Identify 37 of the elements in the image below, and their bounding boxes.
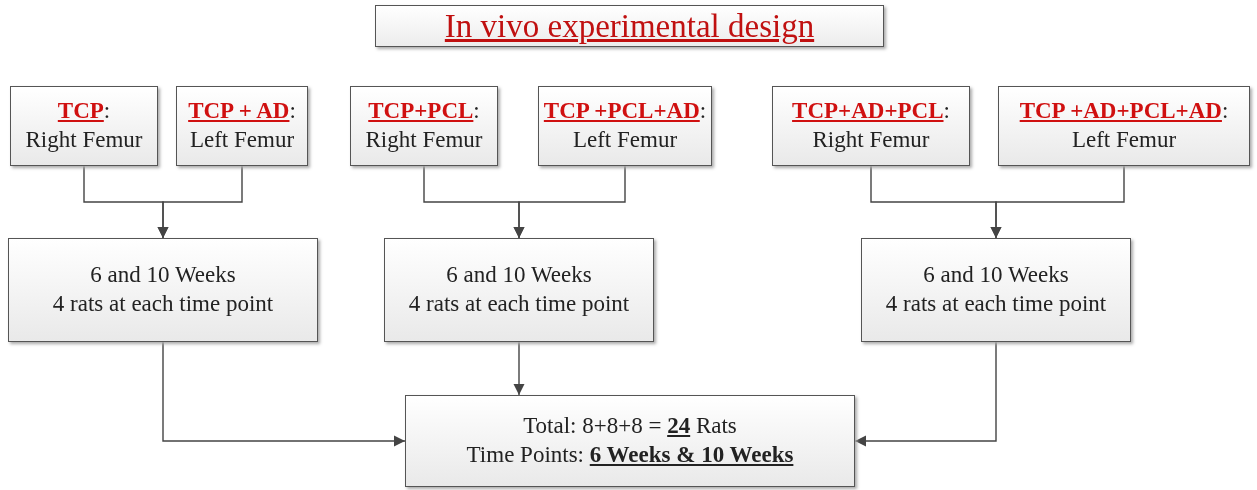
title-banner: In vivo experimental design (375, 5, 884, 47)
summary-box (405, 395, 855, 487)
box-heading: TCP+PCL: (368, 97, 480, 126)
box-text: Left Femur (189, 126, 295, 154)
connector-arrow (157, 165, 243, 239)
group-box (538, 86, 712, 166)
box-heading: TCP +PCL+AD: (543, 97, 707, 126)
group-box (998, 86, 1250, 166)
connector-arrow (513, 165, 626, 239)
box-text: Right Femur (25, 126, 143, 154)
connector-arrow (513, 341, 525, 396)
box-heading: TCP+AD+PCL: (792, 97, 950, 126)
box-heading: 6 and 10 Weeks (90, 261, 236, 290)
box-heading: 6 and 10 Weeks (923, 261, 1069, 290)
box-text: Right Femur (812, 126, 930, 154)
box-text: 4 rats at each time point (408, 290, 630, 318)
box-text: Left Femur (1071, 126, 1177, 154)
box-heading: 6 and 10 Weeks (446, 261, 592, 290)
box-heading: TCP: (57, 97, 111, 126)
group-box (772, 86, 970, 166)
box-heading: TCP +AD+PCL+AD: (1019, 97, 1229, 126)
box-heading: Total: 8+8+8 = 24 Rats (523, 412, 737, 441)
box-text: Time Points: 6 Weeks & 10 Weeks (466, 441, 794, 469)
box-text: Right Femur (365, 126, 483, 154)
box-heading: TCP + AD: (188, 97, 296, 126)
group-box (10, 86, 158, 166)
group-box (176, 86, 308, 166)
time-box (384, 238, 654, 342)
connector-arrow (162, 341, 406, 447)
connector-arrow (854, 341, 997, 447)
time-box (861, 238, 1131, 342)
connector-arrow (990, 165, 1125, 239)
box-text: 4 rats at each time point (885, 290, 1107, 318)
time-box (8, 238, 318, 342)
box-text: Left Femur (572, 126, 678, 154)
group-box (350, 86, 498, 166)
box-text: 4 rats at each time point (52, 290, 274, 318)
